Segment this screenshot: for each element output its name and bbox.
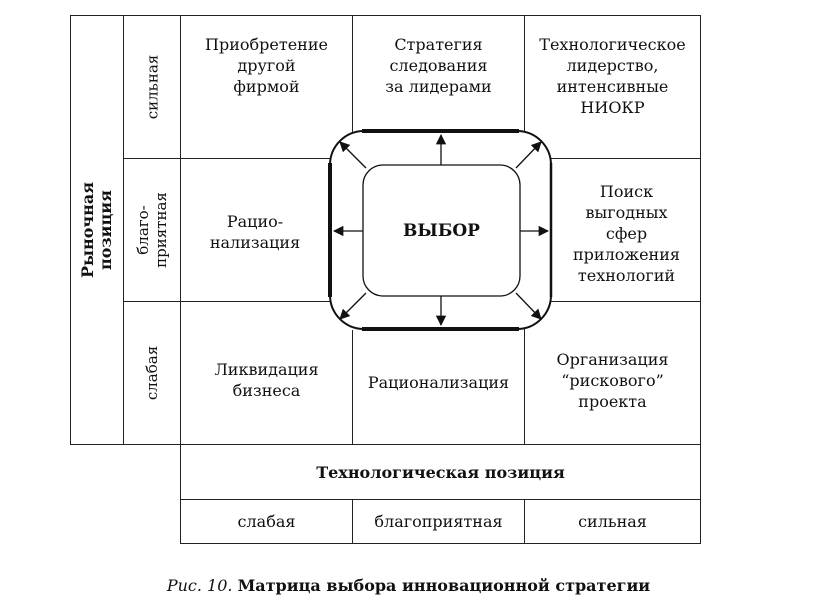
grid-line <box>180 543 701 544</box>
caption-prefix: Рис. 10. <box>166 576 233 595</box>
x-axis-title: Технологическая позиция <box>316 462 565 482</box>
cell-bottom-right: Организация “рискового” проекта <box>556 349 669 411</box>
y-axis-title: Рыночная позиция <box>78 181 115 279</box>
grid-line <box>123 158 333 159</box>
grid-line <box>548 158 701 159</box>
grid-line <box>123 301 333 302</box>
grid-line <box>352 500 353 544</box>
caption-title: Матрица выбора инновационной стратегии <box>237 576 651 595</box>
y-level-weak: слабая <box>143 345 161 401</box>
grid-line <box>524 500 525 544</box>
cell-top-right: Технологическое лидерство, интенсивные Н… <box>539 35 686 117</box>
cell-bottom-center: Рационализация <box>367 372 510 392</box>
arrow-up-right <box>515 141 542 169</box>
grid-line <box>700 15 701 544</box>
grid-line <box>70 15 71 445</box>
cell-bottom-left: Ликвидация бизнеса <box>214 360 319 400</box>
grid-line <box>180 15 181 544</box>
grid-line <box>180 499 701 500</box>
grid-line <box>548 301 701 302</box>
grid-line <box>70 15 701 16</box>
y-level-favorable: благо- приятная <box>134 192 171 268</box>
cell-middle-right: Поиск выгодных сфер приложения технологи… <box>573 181 680 285</box>
cell-middle-left: Рацио- нализация <box>209 212 301 252</box>
x-level-favorable: благоприятная <box>374 512 503 531</box>
grid-line <box>524 318 525 445</box>
arrow-down-left <box>339 292 367 320</box>
grid-line <box>123 15 124 445</box>
cell-top-center: Стратегия следования за лидерами <box>385 34 492 96</box>
figure-caption: Рис. 10. Матрица выбора инновационной ст… <box>0 576 817 595</box>
grid-line <box>352 15 353 133</box>
x-level-strong: сильная <box>578 512 647 531</box>
choice-label: ВЫБОР <box>403 220 480 241</box>
grid-line <box>70 444 701 445</box>
y-level-strong: сильная <box>143 54 161 120</box>
arrow-down-right <box>515 292 542 320</box>
grid-line <box>352 330 353 445</box>
cell-top-left: Приобретение другой фирмой <box>205 34 328 96</box>
grid-line <box>524 15 525 145</box>
arrow-up-left <box>339 141 367 169</box>
x-level-weak: слабая <box>237 512 296 531</box>
